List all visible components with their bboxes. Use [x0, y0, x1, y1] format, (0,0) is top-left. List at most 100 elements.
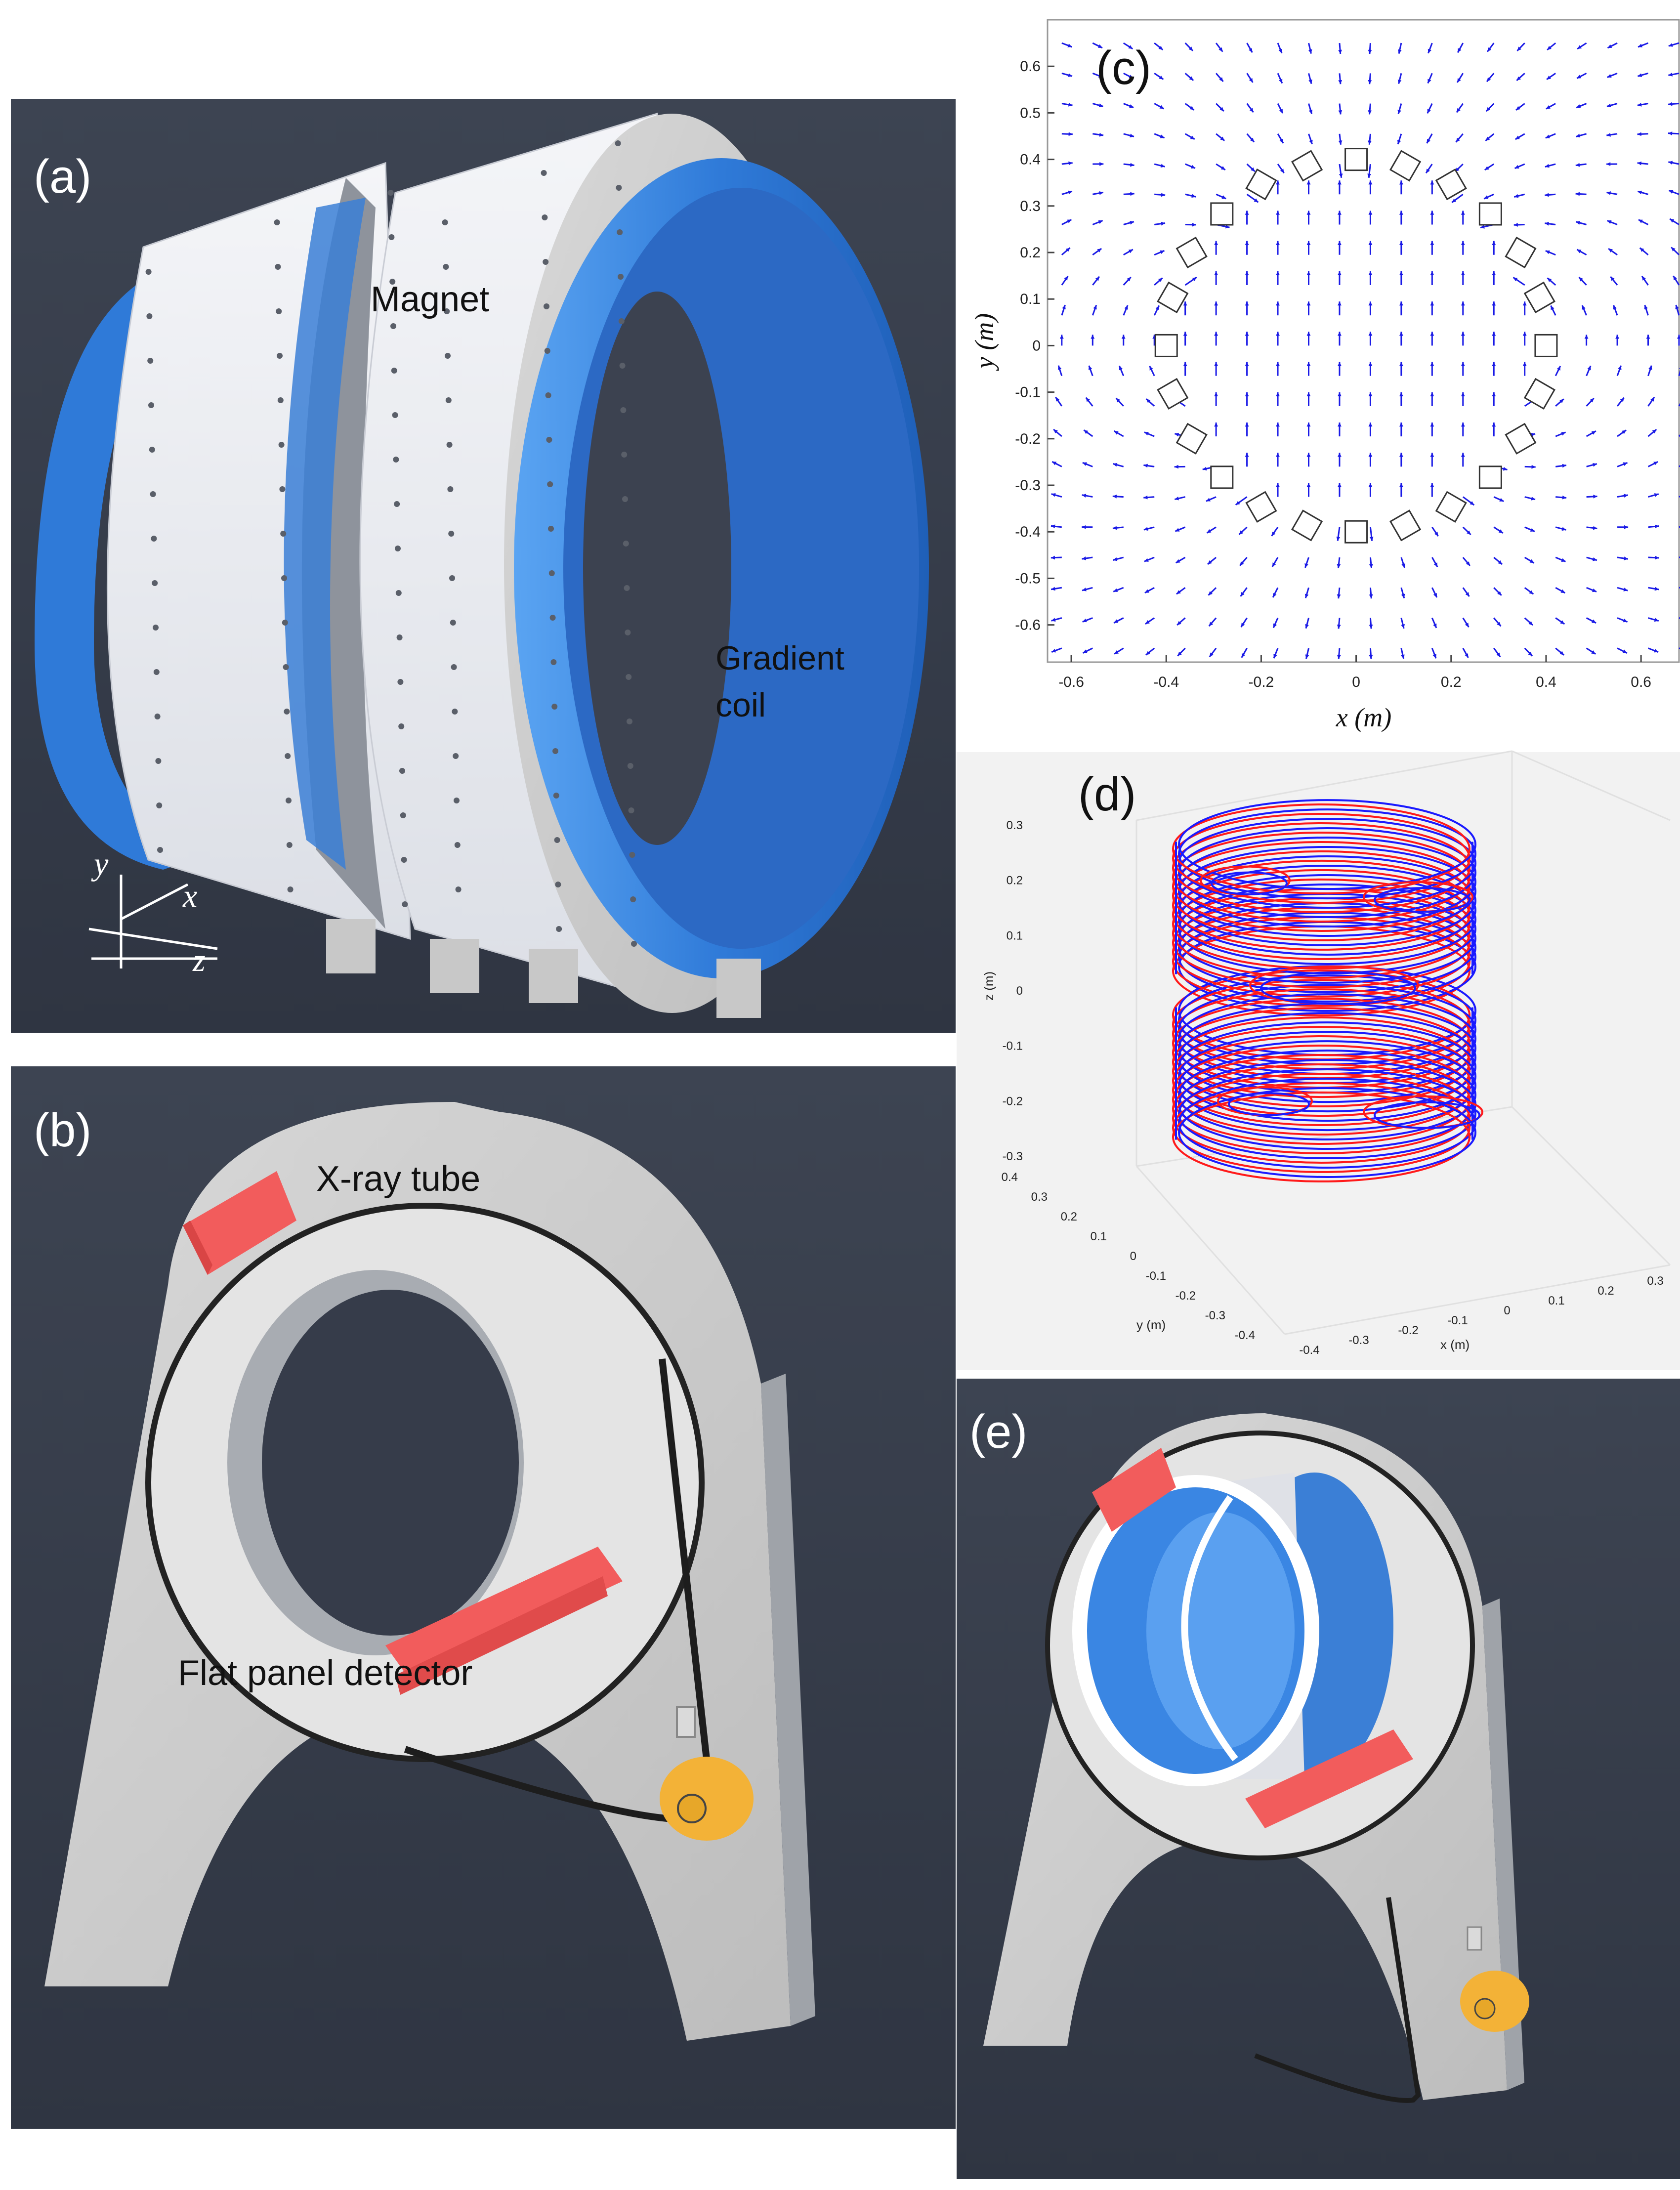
field-arrow-head: [1484, 166, 1489, 170]
field-arrow-head: [1099, 132, 1104, 137]
field-arrow-head: [1465, 653, 1469, 658]
coil-trace: [1172, 1053, 1470, 1145]
xray-tube-label: X-ray tube: [316, 1159, 480, 1199]
z-tick-label: -0.2: [1003, 1095, 1023, 1108]
field-arrow-head: [1561, 558, 1566, 562]
field-arrow-head: [1670, 218, 1675, 223]
field-arrow-head: [1639, 248, 1644, 252]
coil-inner-loop: [1374, 887, 1470, 913]
field-arrow-head: [1545, 250, 1550, 254]
field-arrow-head: [1308, 79, 1312, 84]
field-arrow-head: [1461, 241, 1465, 245]
coil-trace: [1178, 818, 1476, 909]
field-arrow-head: [1461, 453, 1465, 457]
field-arrow-head: [1276, 392, 1280, 396]
field-arrow-head: [1088, 365, 1092, 370]
field-arrow-head: [1338, 211, 1342, 215]
field-arrow-head: [1050, 555, 1055, 560]
field-arrow-head: [1130, 163, 1134, 167]
field-arrow-head: [1271, 531, 1276, 536]
field-arrow-head: [1084, 430, 1089, 434]
field-arrow-head: [1240, 561, 1244, 566]
bolt-dot: [552, 748, 558, 754]
field-arrow-head: [1183, 301, 1187, 306]
field-arrow-head: [1369, 537, 1374, 541]
field-arrow-head: [1590, 398, 1594, 403]
field-arrow-head: [1517, 46, 1521, 51]
field-arrow-head: [1622, 649, 1627, 653]
field-arrow-head: [1622, 430, 1627, 434]
field-arrow-head: [1466, 561, 1470, 566]
field-arrow-head: [1158, 278, 1163, 282]
field-arrow-head: [1457, 78, 1461, 83]
field-arrow-head: [1368, 362, 1373, 366]
field-arrow-head: [1368, 180, 1373, 185]
field-arrow-head: [1430, 422, 1434, 427]
field-arrow-head: [1368, 110, 1372, 115]
belt-tensioner-e: [1467, 1926, 1482, 1951]
y-tick-label: 0.2: [1061, 1210, 1077, 1223]
y-tick-label: -0.2: [1176, 1289, 1196, 1303]
field-arrow-head: [1547, 278, 1552, 282]
field-arrow-head: [1219, 77, 1223, 82]
field-arrow-head: [1112, 494, 1117, 499]
bolt-dot: [276, 308, 282, 314]
panel-e-label: (e): [969, 1405, 1027, 1458]
field-arrow-head: [1613, 305, 1617, 310]
field-arrow-head: [1485, 136, 1490, 141]
field-arrow-head: [1093, 305, 1097, 310]
field-arrow-head: [1497, 591, 1502, 595]
bolt-dot: [277, 353, 283, 359]
magnet-feet: [326, 919, 761, 1018]
x-tick-label: 0.3: [1647, 1274, 1663, 1288]
bolt-dot: [392, 412, 398, 418]
bolt-dot: [153, 625, 159, 631]
bolt-dot: [446, 442, 453, 448]
field-arrow-head: [1669, 190, 1674, 194]
z-tick-label: 0.1: [1007, 929, 1023, 942]
belt-tensioner: [676, 1706, 696, 1738]
field-arrow-head: [1430, 301, 1434, 306]
axis-z-label: z: [192, 942, 206, 978]
coil-trace: [1178, 799, 1476, 890]
x-tick-label: -0.3: [1348, 1334, 1369, 1347]
field-arrow-head: [1099, 162, 1104, 166]
field-arrow-head: [1051, 649, 1056, 653]
bolt-dot: [545, 392, 551, 398]
field-arrow-head: [1114, 650, 1119, 654]
field-arrow-head: [1576, 133, 1581, 138]
field-arrow-head: [1641, 276, 1646, 281]
axes-glyph: [88, 875, 218, 969]
field-arrow-head: [1587, 366, 1591, 371]
field-arrow-head: [1492, 301, 1496, 306]
field-arrow-head: [1068, 190, 1072, 195]
field-arrow-head: [1250, 137, 1255, 142]
y-tick-label: -0.5: [1015, 570, 1041, 587]
gantry-frame-side: [761, 1374, 815, 2026]
field-arrow-head: [1304, 563, 1308, 568]
field-arrow-head: [1492, 241, 1496, 245]
field-arrow-head: [1095, 276, 1099, 281]
permanent-magnet: [1505, 422, 1537, 455]
field-arrow-head: [1467, 530, 1471, 535]
field-arrow-head: [1175, 432, 1179, 437]
permanent-magnet: [1523, 378, 1555, 410]
field-arrow-head: [1650, 397, 1655, 402]
field-arrow-head: [1492, 392, 1496, 396]
field-arrow-head: [1338, 301, 1342, 306]
coil-trace: [1172, 1007, 1470, 1098]
field-arrow-head: [1452, 198, 1457, 203]
field-arrow-head: [1428, 79, 1431, 84]
field-arrow-head: [1160, 134, 1165, 138]
field-arrow-head: [1051, 493, 1056, 497]
field-arrow-head: [1143, 495, 1148, 500]
panel-c-magnets: [1154, 148, 1558, 544]
field-arrow-head: [1498, 560, 1503, 565]
field-arrow-head: [1461, 301, 1465, 306]
field-arrow-head: [1113, 588, 1118, 592]
panel-c-label: (c): [1096, 42, 1151, 94]
field-arrow-head: [1113, 557, 1118, 561]
gantry-frame-e-side: [1482, 1599, 1524, 2090]
